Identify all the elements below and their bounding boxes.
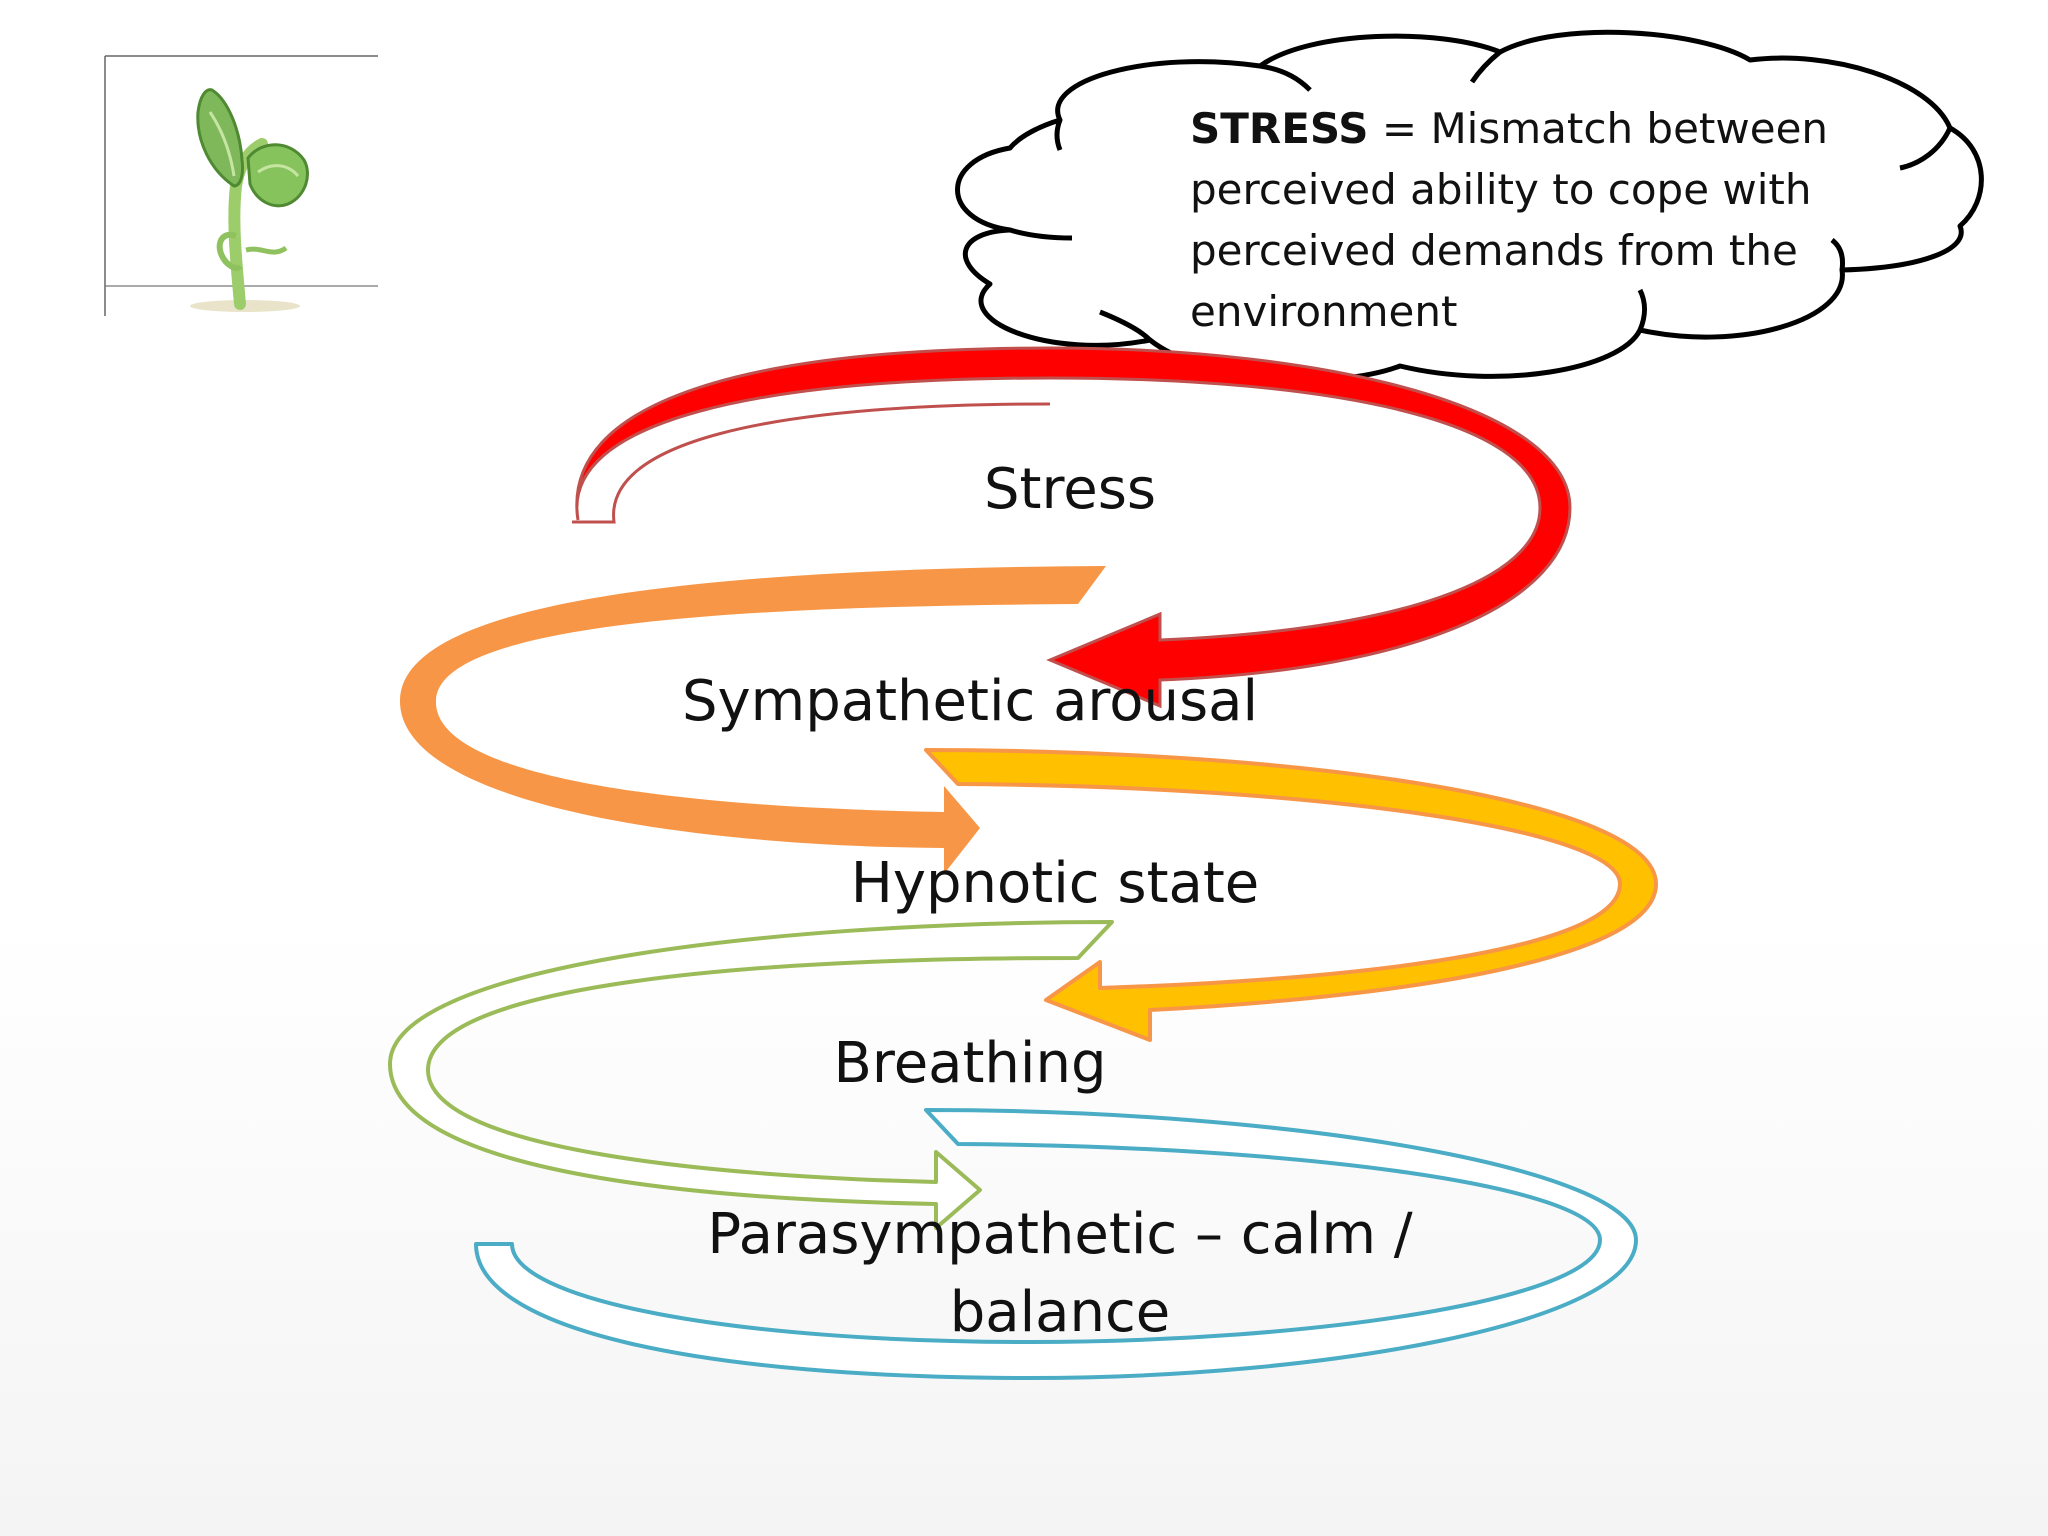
parasympathetic-arrow: [474, 1108, 1638, 1380]
step-stress-label: Stress: [983, 457, 1157, 522]
seedling-icon: [104, 55, 378, 316]
hypnotic-state-arrow: [924, 748, 1658, 1042]
step-parasympathetic-label: Parasympathetic – calm / balance: [707, 1202, 1413, 1345]
stress-definition-text: = Mismatch between perceived ability to …: [1190, 104, 1829, 336]
stress-arrow: [572, 346, 1572, 709]
stress-definition: STRESS = Mismatch between perceived abil…: [1190, 98, 1830, 342]
sympathetic-arousal-arrow: [399, 566, 1106, 874]
stress-definition-term: STRESS: [1190, 104, 1369, 153]
breathing-arrow: [388, 920, 1114, 1230]
step-hypnotic-state-label: Hypnotic state: [850, 851, 1260, 916]
step-breathing-label: Breathing: [833, 1031, 1107, 1096]
step-sympathetic-arousal-label: Sympathetic arousal: [681, 669, 1259, 734]
thought-cloud: [955, 29, 1984, 383]
